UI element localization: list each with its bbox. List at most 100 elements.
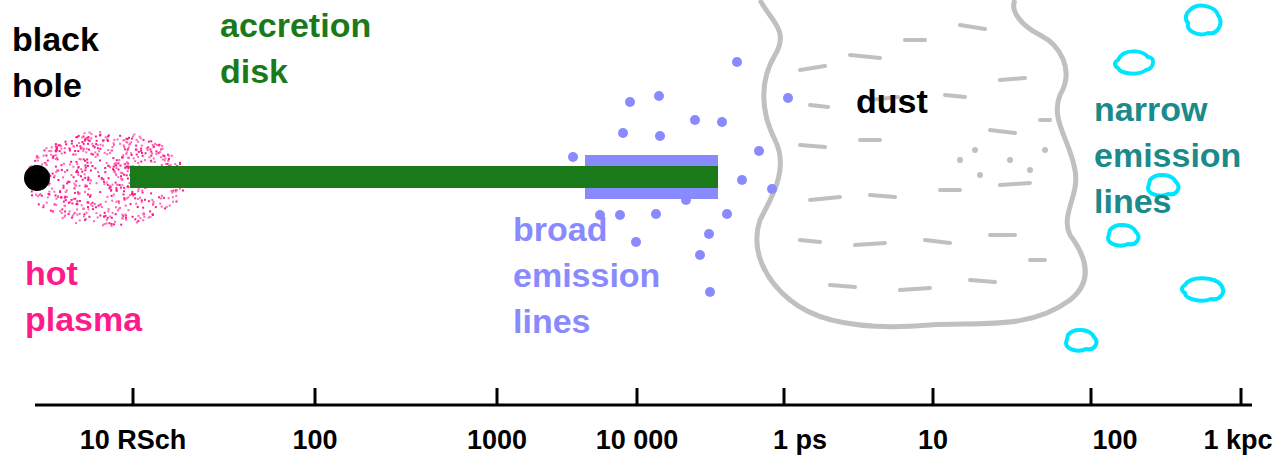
plasma-dot xyxy=(127,196,129,198)
plasma-dot xyxy=(127,186,129,188)
plasma-dot xyxy=(87,179,89,181)
plasma-dot xyxy=(63,185,65,187)
plasma-dot xyxy=(117,209,119,211)
plasma-dot xyxy=(78,166,80,168)
narrow-line-clouds xyxy=(1066,6,1223,351)
plasma-dot xyxy=(57,196,59,198)
plasma-dot xyxy=(92,208,94,210)
plasma-dot xyxy=(169,205,171,207)
plasma-dot xyxy=(52,211,54,213)
plasma-dot xyxy=(127,178,129,180)
plasma-dot xyxy=(86,159,88,161)
plasma-dot xyxy=(99,134,101,136)
plasma-dot xyxy=(96,140,98,142)
plasma-dot xyxy=(135,203,137,205)
plasma-dot xyxy=(138,151,140,153)
plasma-dot xyxy=(124,163,126,165)
plasma-dot xyxy=(100,144,102,146)
plasma-dot xyxy=(176,201,178,203)
plasma-dot xyxy=(105,201,107,203)
accretion-disk-label: accretion disk xyxy=(220,2,440,94)
plasma-dot xyxy=(73,183,75,185)
plasma-dot xyxy=(108,187,110,189)
plasma-dot xyxy=(45,162,47,164)
plasma-dot xyxy=(128,166,130,168)
plasma-dot xyxy=(137,141,139,143)
plasma-dot xyxy=(147,146,149,148)
plasma-dot xyxy=(122,154,124,156)
plasma-dot xyxy=(137,156,139,158)
plasma-dot xyxy=(35,194,37,196)
plasma-dot xyxy=(111,150,113,152)
plasma-dot xyxy=(152,214,154,216)
plasma-dot xyxy=(137,220,139,222)
plasma-dot xyxy=(152,204,154,206)
plasma-dot xyxy=(90,162,92,164)
plasma-dot xyxy=(74,198,76,200)
plasma-dot xyxy=(149,149,151,151)
plasma-dot xyxy=(121,184,123,186)
plasma-dot xyxy=(69,163,71,165)
plasma-dot xyxy=(113,139,115,141)
plasma-dot xyxy=(80,175,82,177)
plasma-dot xyxy=(121,179,123,181)
plasma-dot xyxy=(114,221,116,223)
plasma-dot xyxy=(104,167,106,169)
plasma-dot xyxy=(81,204,83,206)
plasma-dot xyxy=(112,168,114,170)
plasma-dot xyxy=(108,165,110,167)
plasma-dot xyxy=(122,218,124,220)
plasma-dot xyxy=(111,149,113,151)
plasma-dot xyxy=(148,141,150,143)
plasma-dot xyxy=(101,206,103,208)
plasma-dot xyxy=(90,179,92,181)
plasma-dot xyxy=(142,192,144,194)
plasma-dot xyxy=(61,153,63,155)
plasma-dot xyxy=(164,158,166,160)
plasma-dot xyxy=(100,204,102,206)
plasma-dot xyxy=(120,187,122,189)
plasma-dot xyxy=(172,201,174,203)
plasma-dot xyxy=(118,159,120,161)
plasma-dot xyxy=(141,152,143,154)
plasma-dot xyxy=(48,191,50,193)
plasma-dot xyxy=(46,202,48,204)
plasma-dot xyxy=(73,176,75,178)
plasma-dot xyxy=(162,155,164,157)
plasma-dot xyxy=(66,169,68,171)
plasma-dot xyxy=(170,164,172,166)
plasma-dot xyxy=(56,169,58,171)
plasma-dot xyxy=(153,201,155,203)
plasma-dot xyxy=(76,203,78,205)
plasma-dot xyxy=(115,164,117,166)
plasma-dot xyxy=(64,205,66,207)
plasma-dot xyxy=(99,134,101,136)
plasma-dot xyxy=(98,205,100,207)
plasma-dot xyxy=(63,201,65,203)
plasma-dot xyxy=(127,166,129,168)
plasma-dot xyxy=(140,150,142,152)
plasma-dot xyxy=(85,151,87,153)
axis-tick-label: 10 RSch xyxy=(80,425,187,455)
plasma-dot xyxy=(119,143,121,145)
plasma-dot xyxy=(89,140,91,142)
plasma-dot xyxy=(144,199,146,201)
plasma-dot xyxy=(64,214,66,216)
plasma-dot xyxy=(53,191,55,193)
plasma-dot xyxy=(122,139,124,141)
plasma-dot xyxy=(36,157,38,159)
plasma-dot xyxy=(115,174,117,176)
plasma-dot xyxy=(115,206,117,208)
plasma-dot xyxy=(111,225,113,227)
accretion-disk xyxy=(130,166,718,188)
plasma-dot xyxy=(103,139,105,141)
plasma-dot xyxy=(56,146,58,148)
plasma-dot xyxy=(66,182,68,184)
plasma-dot xyxy=(85,138,87,140)
plasma-dot xyxy=(80,158,82,160)
plasma-dot xyxy=(83,215,85,217)
plasma-dot xyxy=(128,186,130,188)
plasma-dot xyxy=(76,203,78,205)
plasma-dot xyxy=(74,184,76,186)
